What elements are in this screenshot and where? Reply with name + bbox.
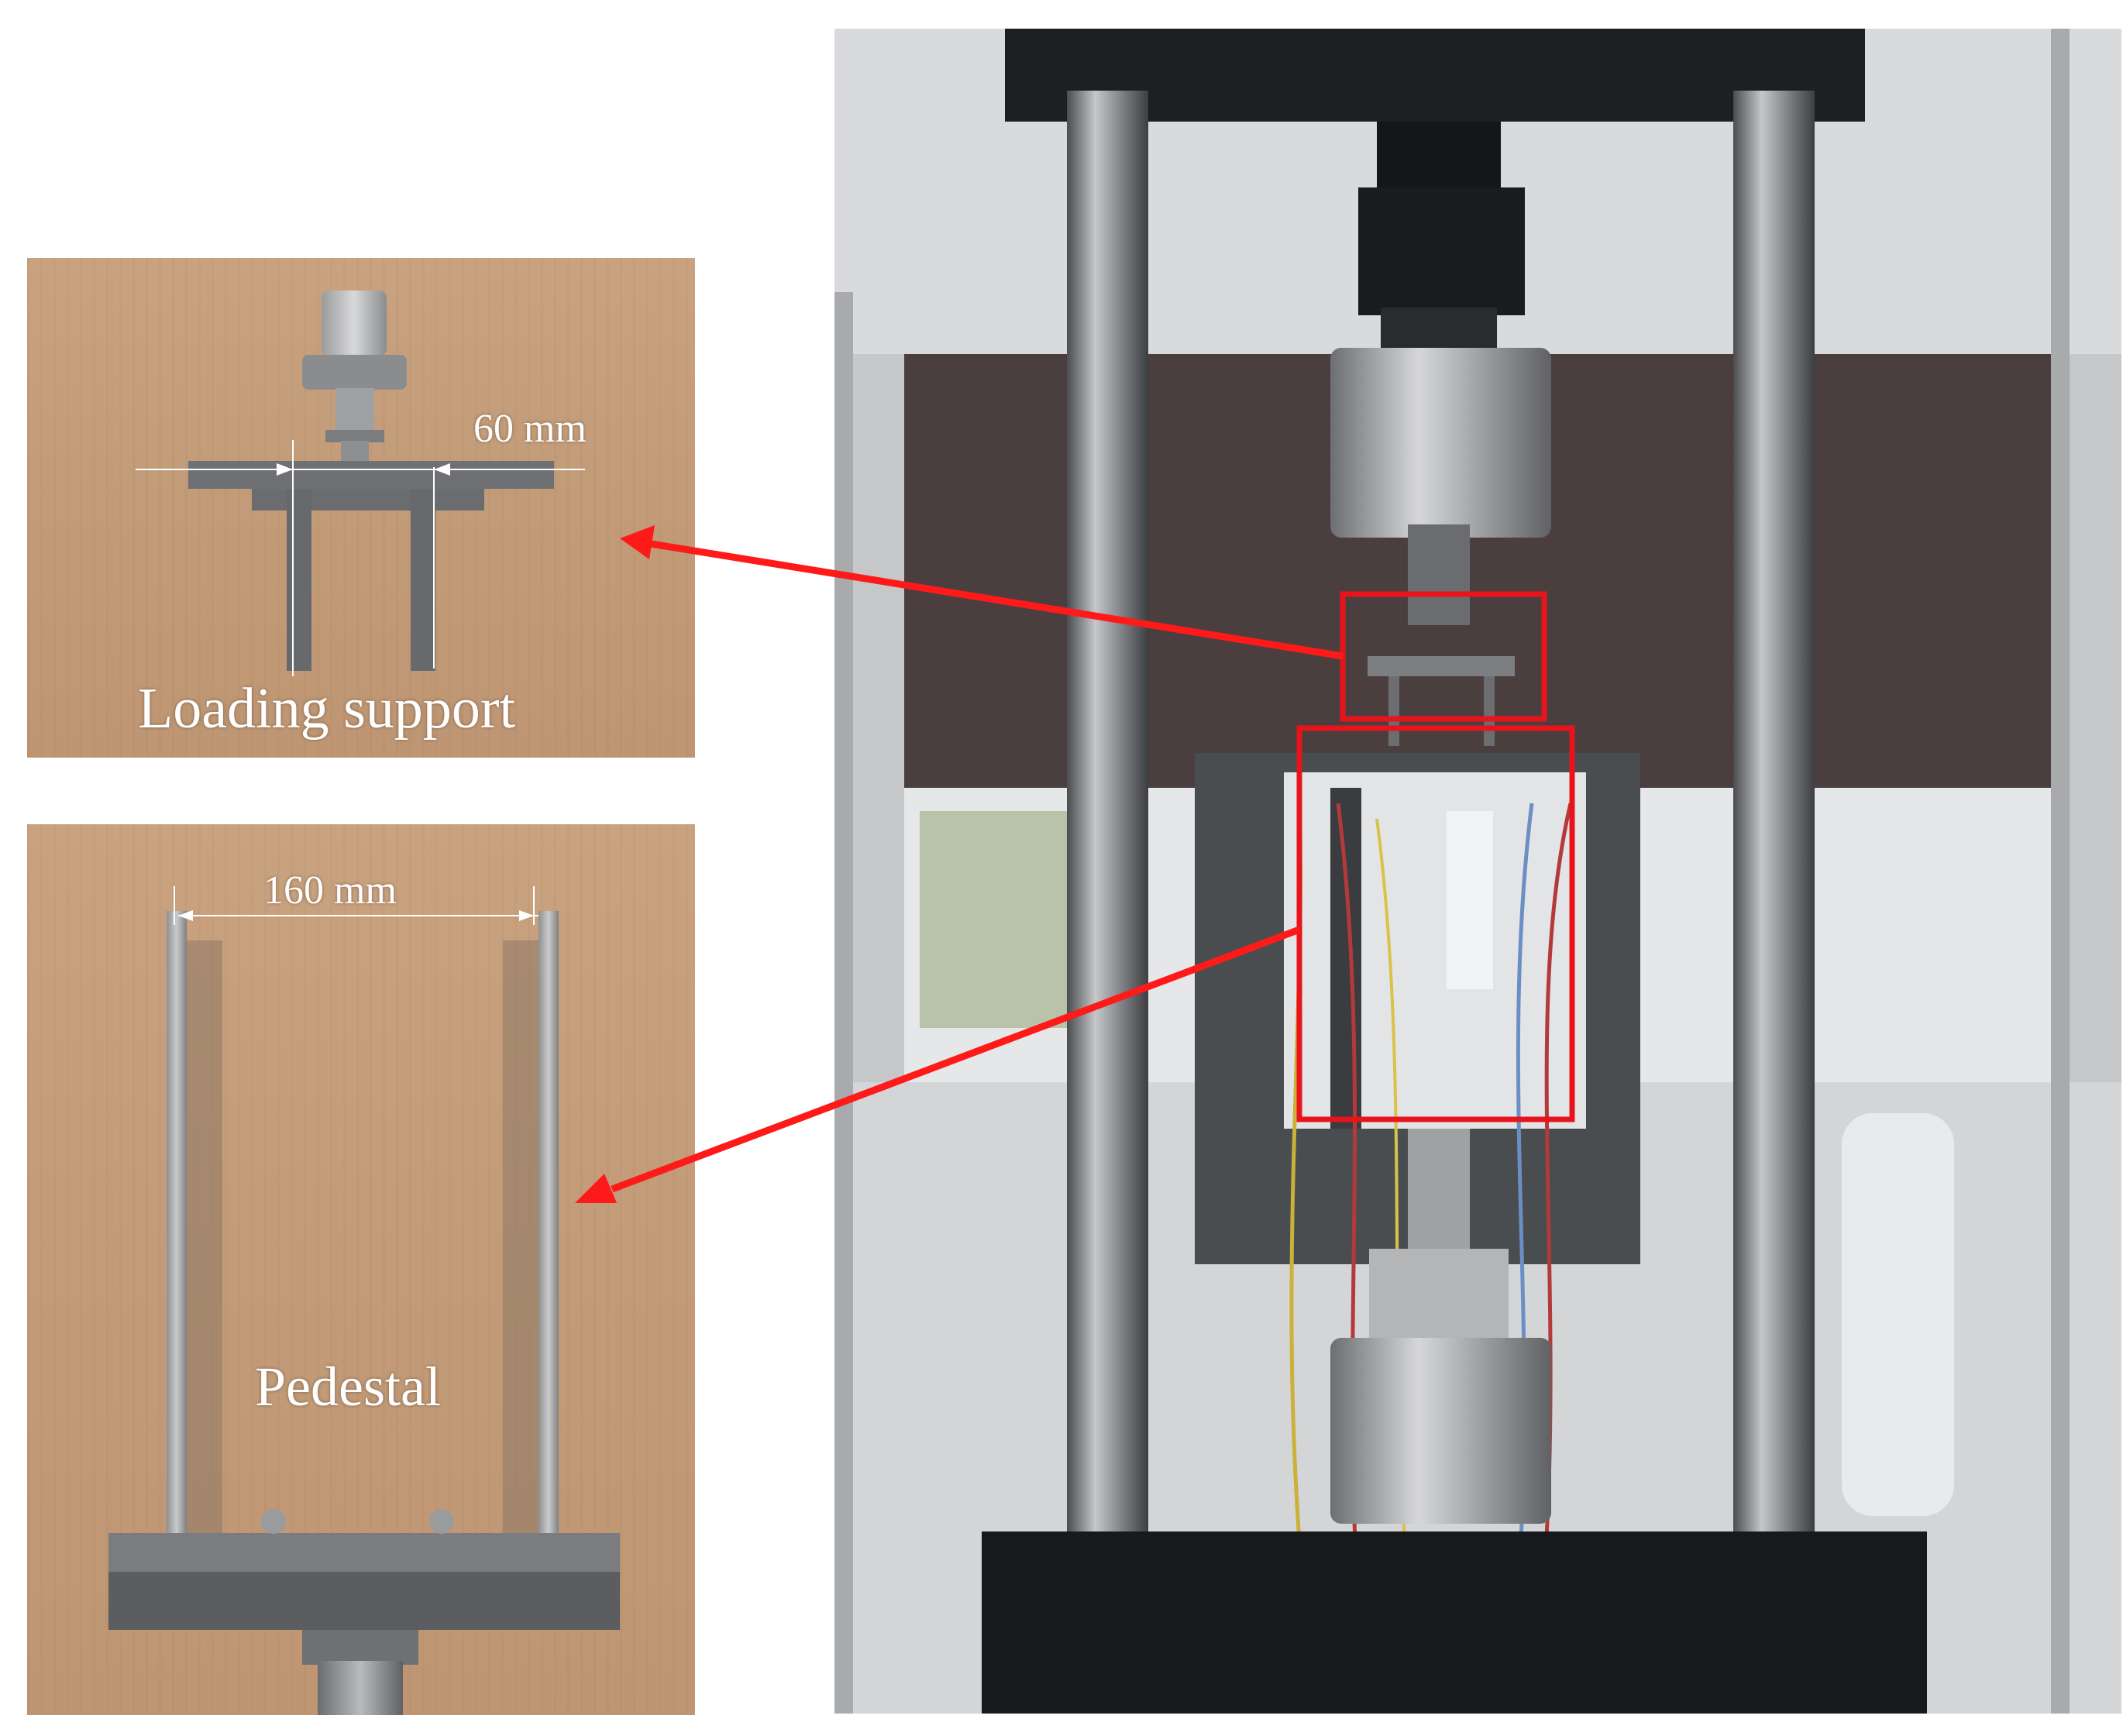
testing-machine-drawing (834, 29, 2121, 1714)
column-right (1733, 91, 1815, 1663)
column-left (1067, 91, 1148, 1663)
gas-cylinder (1842, 1113, 1954, 1516)
support-leg-right (411, 489, 435, 671)
pedestal-plate-left (167, 911, 187, 1538)
pedestal-plate-right (538, 911, 559, 1538)
pedestal-photo: 160 mm Pedestal (27, 824, 695, 1715)
loading-support-drawing (136, 290, 585, 676)
upper-grip (1330, 348, 1551, 538)
lower-grip (1330, 1338, 1551, 1524)
pedestal-shaft (302, 1630, 418, 1665)
support-beam (188, 461, 554, 489)
support-leg-left (287, 489, 311, 671)
load-cell-adapter (322, 290, 387, 356)
machine-base (982, 1531, 1927, 1714)
pedestal-base (108, 1533, 620, 1572)
pedestal-drawing (108, 886, 620, 1715)
pedestal-caption: Pedestal (255, 1356, 441, 1418)
loading-support-caption: Loading support (138, 677, 516, 741)
testing-machine-photo (834, 29, 2121, 1714)
dimension-label-160mm: 160 mm (263, 868, 397, 913)
dimension-label-60mm: 60 mm (473, 407, 587, 451)
loading-support-photo: 60 mm Loading support (27, 258, 695, 758)
